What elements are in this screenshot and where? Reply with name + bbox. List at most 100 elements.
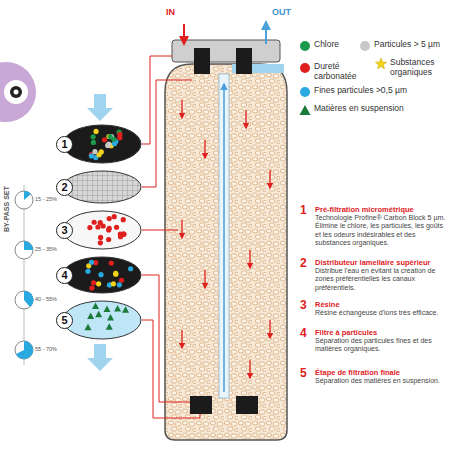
callout-number: 3 <box>56 222 73 239</box>
step-item: 4Filtre à particulesSéparation des parti… <box>300 328 448 354</box>
flow-arrow <box>87 94 113 121</box>
legend-text: Matières en suspension <box>314 104 440 114</box>
particle <box>92 149 97 154</box>
leader-lines <box>142 56 200 418</box>
particle <box>111 281 116 286</box>
particle <box>91 280 96 285</box>
step-number: 3 <box>300 298 307 312</box>
water-flow-arrows <box>181 100 182 118</box>
bypass-dials <box>15 191 33 209</box>
legend-text: Substances organiques <box>390 58 438 78</box>
particle <box>105 143 110 148</box>
particle <box>106 323 113 330</box>
badge <box>0 62 36 122</box>
step-title: Pré-filtration micrométrique <box>315 205 448 214</box>
bypass-dials <box>16 341 33 359</box>
legend-symbol <box>375 58 387 70</box>
particle <box>93 129 98 134</box>
water-flow-arrows <box>249 360 250 378</box>
cartridge <box>223 84 225 392</box>
legend-swatch <box>300 41 310 51</box>
bypass-dials <box>15 341 33 359</box>
particle <box>92 220 97 225</box>
legend-item: Fines particules >0,5 µm <box>300 86 440 96</box>
legend-swatch <box>300 87 310 97</box>
filter-layer: 4 <box>62 256 142 294</box>
particle <box>85 269 90 274</box>
particle <box>85 324 92 331</box>
bypass-dials <box>15 185 33 365</box>
cartridge <box>172 40 280 62</box>
leader-lines <box>142 320 200 418</box>
particle <box>117 282 122 287</box>
particle <box>114 225 119 230</box>
step-text: Séparation des matières en suspension. <box>315 377 448 385</box>
step-text: Technologie Profine® Carbon Block 5 µm. … <box>315 214 448 248</box>
particle <box>112 141 117 146</box>
vertical-caption: BY-PASS SET <box>3 186 11 232</box>
step-number: 4 <box>300 326 307 340</box>
legend-text: Fines particules >0,5 µm <box>314 86 440 96</box>
step-item: 3 RésineRésine échangeuse d'ions très eff… <box>300 300 448 317</box>
filter-layer: 2 <box>62 170 142 204</box>
bypass-dials <box>15 241 33 259</box>
particle <box>128 266 133 271</box>
particle <box>89 153 94 158</box>
leader-lines <box>142 80 192 187</box>
bypass-value: 40 - 55% <box>35 296 57 302</box>
water-flow-arrows <box>245 110 246 128</box>
particle <box>117 135 122 140</box>
particle <box>122 306 129 313</box>
step-number: 2 <box>300 256 307 270</box>
particle <box>112 214 117 219</box>
particle <box>98 235 103 240</box>
particle <box>121 217 126 222</box>
badge <box>4 80 28 104</box>
layer-disc <box>63 257 141 293</box>
water-flow-arrows <box>181 330 182 348</box>
layer-disc <box>62 256 142 294</box>
step-number: 1 <box>300 203 307 217</box>
particle <box>96 281 101 286</box>
callout-number: 2 <box>56 179 73 196</box>
bypass-value: 25 - 35% <box>35 246 57 252</box>
step-title: Filtre à particules <box>315 328 448 337</box>
legend-symbol <box>299 104 311 116</box>
layer-disc <box>63 211 141 249</box>
cartridge <box>183 24 185 44</box>
particle <box>107 226 112 231</box>
legend-symbol <box>375 58 386 69</box>
legend-item: Matières en suspension <box>300 104 440 114</box>
particle <box>113 272 118 277</box>
legend-text: Particules > 5 µm <box>374 40 448 50</box>
leader-lines <box>142 275 190 402</box>
bypass-value: 55 - 70% <box>35 346 57 352</box>
leader-lines <box>142 230 178 231</box>
layer-disc <box>62 124 142 164</box>
particle <box>108 134 113 139</box>
step-text: Résine échangeuse d'ions très efficace. <box>315 309 448 317</box>
particle <box>107 314 114 321</box>
bypass-dials <box>24 185 25 365</box>
legend-symbol <box>300 105 311 115</box>
particle <box>98 272 103 277</box>
layer-disc <box>63 301 141 339</box>
particle <box>114 305 121 312</box>
badge <box>10 86 22 98</box>
filter-layer: 5 <box>62 300 142 340</box>
step-item: 1 Pré-filtration micrométriqueTechnologie… <box>300 205 448 248</box>
legend-item: Particules > 5 µm <box>360 40 448 50</box>
step-title: Résine <box>315 300 448 309</box>
port-label: OUT <box>272 8 291 18</box>
water-flow-arrows <box>269 320 270 338</box>
particle <box>87 225 92 230</box>
layer-disc <box>63 171 141 203</box>
particle <box>101 223 106 228</box>
step-title: Étape de filtration finale <box>315 368 448 377</box>
bypass-dials <box>24 291 33 307</box>
leader-lines <box>142 56 172 144</box>
particle <box>119 278 124 283</box>
particle <box>118 234 123 239</box>
port-label: IN <box>166 8 175 18</box>
filter-layer: 3 <box>62 210 142 250</box>
